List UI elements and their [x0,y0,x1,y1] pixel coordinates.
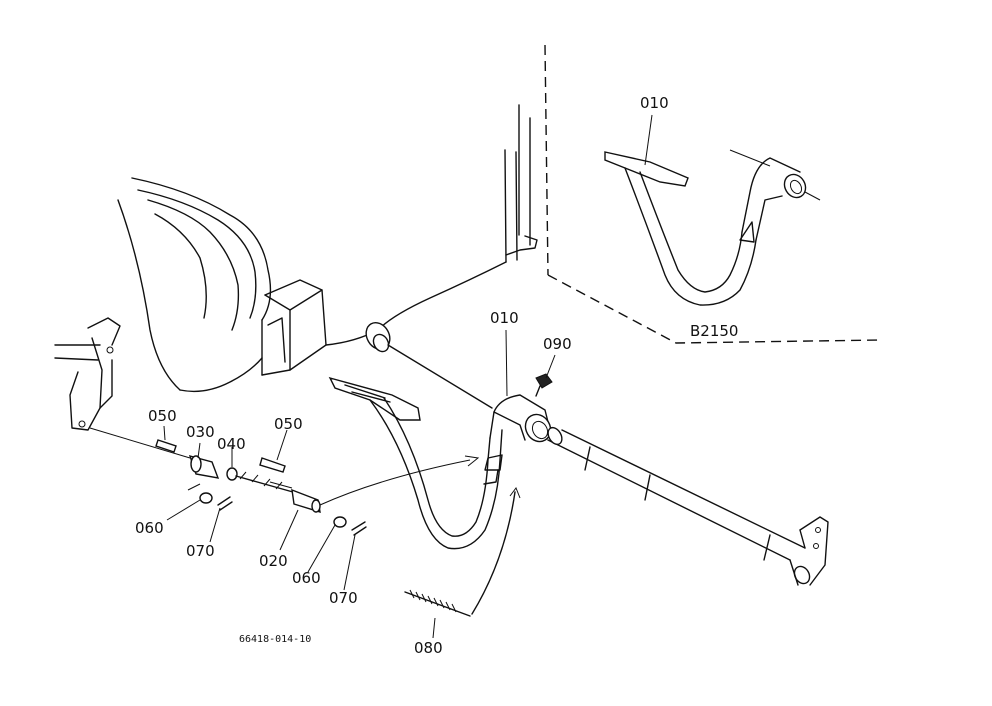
transmission-housing [117,177,379,393]
callout-pin-right: 050 [274,415,303,433]
callout-cotter-right: 070 [329,589,358,607]
callout-rod: 020 [259,552,288,570]
callout-spring: 080 [414,639,443,657]
brake-pedal-main [328,376,552,550]
callout-washer-left: 060 [135,519,164,537]
variant-boundary [544,44,881,344]
callout-pin-left: 050 [148,407,177,425]
callout-cotter-left: 070 [186,542,215,560]
bushing [365,321,493,409]
drawing-number: 66418-014-10 [239,634,311,645]
callout-grease-nipple: 090 [543,335,572,353]
callout-pedal-variant: 010 [640,94,669,112]
frame-rails [379,104,538,329]
grease-nipple [535,373,553,397]
callout-washer-right: 060 [292,569,321,587]
leader-lines [163,114,653,639]
brake-pedal-variant [604,149,821,306]
callout-pedal-main: 010 [490,309,519,327]
callout-nut: 040 [217,435,246,453]
left-bracket [54,317,121,431]
callout-joint: 030 [186,423,215,441]
variant-label: B2150 [690,322,738,340]
cross-shaft [547,426,829,586]
return-spring [404,486,521,617]
linkage-parts [89,427,480,536]
